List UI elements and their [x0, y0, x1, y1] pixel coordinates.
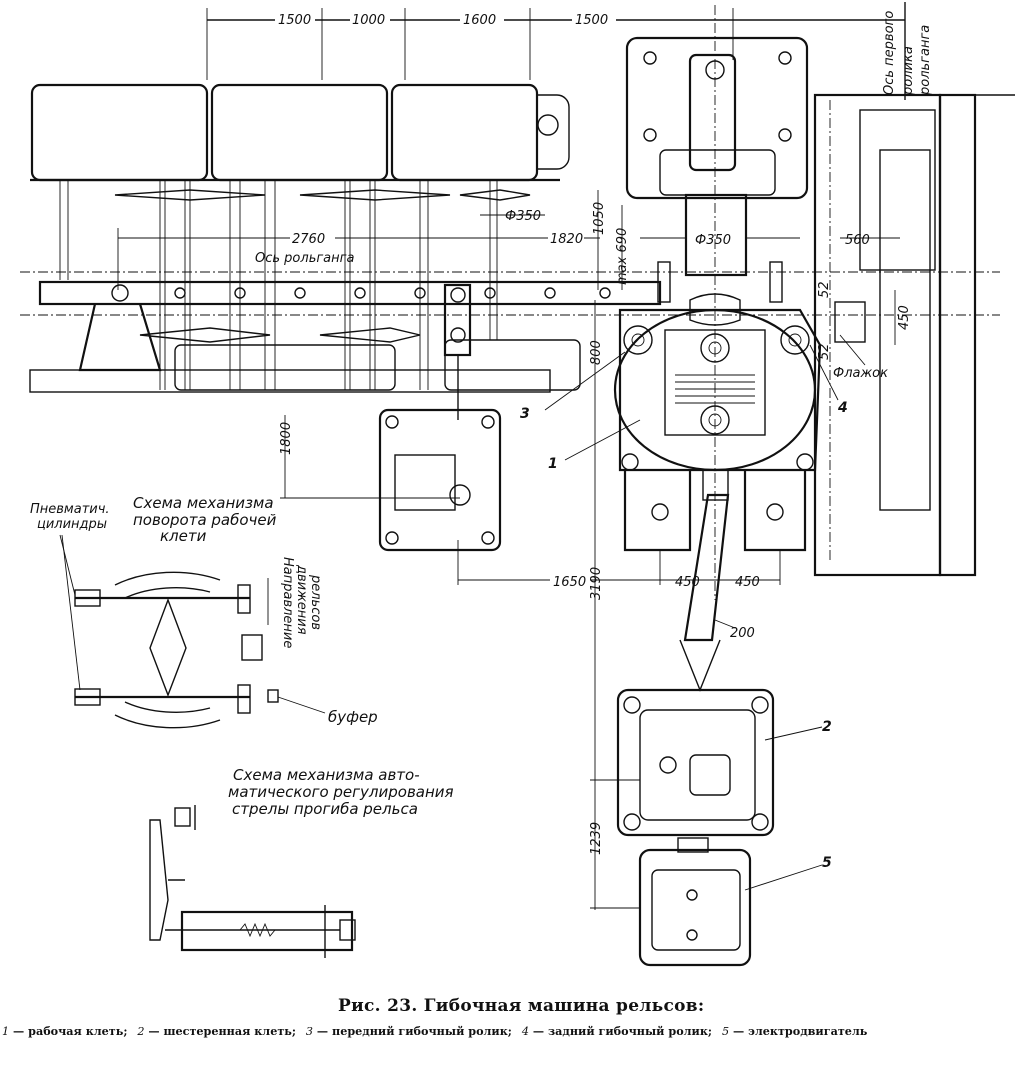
- callout-5: 5: [822, 855, 832, 871]
- upper-pinion-stand: Ф350: [625, 5, 809, 600]
- roller-table: [20, 83, 1000, 393]
- turn-scheme-title-1: Схема механизма: [133, 494, 274, 512]
- first-roller-axis-label-1: Ось первого: [882, 11, 897, 95]
- buffer-label: буфер: [328, 708, 378, 726]
- direction-label-3: рельсов: [308, 574, 323, 630]
- callout-3: 3: [520, 406, 530, 422]
- rollgang-axis-label: Ось рольганга: [255, 251, 354, 266]
- dim-200: 200: [730, 626, 755, 641]
- dim-top-3: 1600: [463, 13, 496, 28]
- turn-mechanism-scheme: Пневматич. цилиндры Схема механизма пово…: [30, 494, 378, 729]
- dim-1050: 1050: [592, 202, 607, 235]
- dim-1800: 1800: [279, 422, 294, 455]
- dim-800: 800: [589, 340, 604, 365]
- dim-3190: 3190: [589, 567, 604, 600]
- figure-title: Рис. 23. Гибочная машина рельсов:: [338, 996, 705, 1016]
- first-roller-axis-label-3: рольганга: [918, 25, 933, 96]
- dim-52-top: 52: [817, 281, 832, 298]
- dim-phi350-left: Ф350: [505, 209, 541, 224]
- legend-item-3: 3 — передний гибочный ролик;: [305, 1024, 512, 1038]
- legend-item-1: 1 — рабочая клеть;: [2, 1024, 128, 1038]
- dim-1650: 1650: [553, 575, 586, 590]
- left-drive-unit: 1800 1650: [279, 283, 660, 590]
- callout-1: 1: [548, 456, 558, 472]
- turn-scheme-title-2: поворота рабочей: [133, 511, 277, 529]
- pneumatic-label-2: цилиндры: [37, 517, 107, 532]
- dim-560: 560: [845, 233, 870, 248]
- legend-item-5: 5 — электродвигатель: [721, 1024, 868, 1038]
- dim-top-2: 1000: [352, 13, 385, 28]
- direction-label-2: движения: [294, 564, 309, 635]
- first-roller-axis-label-2: ролика: [901, 46, 916, 96]
- callout-4: 4: [837, 400, 848, 416]
- flag-label: Флажок: [833, 366, 888, 381]
- dim-450-b: 450: [735, 575, 760, 590]
- figure-legend: 1 — рабочая клеть; 2 — шестеренная клеть…: [2, 1024, 873, 1038]
- right-roller-frame: 560 450 52 52 Флажок Ось первого ролика …: [813, 11, 1015, 577]
- working-stand: [613, 261, 822, 552]
- callout-2: 2: [822, 719, 832, 735]
- rail-bending-machine-drawing: 1500 1000 1600 1500: [20, 2, 1015, 967]
- dim-450-right: 450: [897, 305, 912, 330]
- callouts: 3 1 4: [520, 344, 848, 472]
- turn-scheme-title-3: клети: [160, 527, 207, 545]
- dim-top-1: 1500: [278, 13, 311, 28]
- direction-label-1: Направление: [280, 557, 295, 648]
- dim-1239: 1239: [589, 822, 604, 855]
- dim-450-a: 450: [675, 575, 700, 590]
- pneumatic-label-1: Пневматич.: [30, 502, 110, 517]
- deflection-regulation-scheme: Схема механизма авто- матического регули…: [149, 766, 454, 958]
- dim-max690: max 690: [615, 228, 630, 285]
- spindle-shaft: 450 450 200: [659, 493, 781, 692]
- dim-52-bottom: 52: [817, 343, 832, 360]
- legend-item-2: 2 — шестеренная клеть;: [137, 1024, 296, 1038]
- electric-motor: 5: [638, 837, 832, 967]
- legend-item-4: 4 — задний гибочный ролик;: [521, 1024, 713, 1038]
- top-dimension-chain: 1500 1000 1600 1500: [206, 2, 906, 100]
- auto-scheme-title-3: стрелы прогиба рельса: [232, 800, 418, 818]
- auto-scheme-title-1: Схема механизма авто-: [233, 766, 420, 784]
- dim-1820: 1820: [550, 232, 583, 247]
- dim-phi350-right: Ф350: [695, 233, 731, 248]
- vertical-dimensions: 800 3190 1239: [589, 300, 640, 910]
- lower-pinion-stand: 2: [616, 688, 832, 837]
- rollgang-dimensions: 2760 Ось рольганга 1820 Ф350 1050 max 69…: [117, 190, 630, 290]
- dim-2760: 2760: [292, 232, 325, 247]
- auto-scheme-title-2: матического регулирования: [228, 783, 454, 801]
- dim-top-4: 1500: [575, 13, 608, 28]
